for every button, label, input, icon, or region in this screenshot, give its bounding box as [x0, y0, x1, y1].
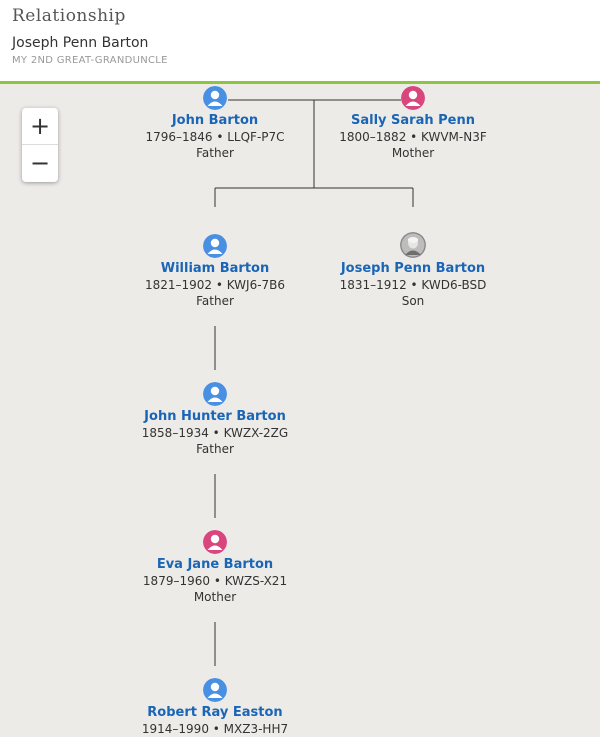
person-card[interactable]: Eva Jane Barton 1879–1960 • KWZS-X21 Mot… — [115, 530, 315, 605]
female-avatar-icon — [203, 530, 227, 554]
male-avatar-icon — [203, 382, 227, 406]
male-avatar-icon — [203, 678, 227, 702]
female-avatar-icon — [401, 86, 425, 110]
person-dates: 1796–1846 • LLQF-P7C — [145, 130, 285, 144]
person-relation: Father — [196, 146, 234, 160]
person-name-link[interactable]: John Hunter Barton — [144, 409, 286, 424]
person-name-link[interactable]: Sally Sarah Penn — [350, 113, 475, 128]
person-name-link[interactable]: Joseph Penn Barton — [340, 261, 486, 276]
person-card[interactable]: Robert Ray Easton 1914–1990 • MXZ3-HH7 — [115, 678, 315, 737]
male-avatar-icon — [203, 86, 227, 110]
person-card[interactable]: John Barton 1796–1846 • LLQF-P7C Father — [115, 86, 315, 161]
person-name-link[interactable]: William Barton — [160, 261, 270, 276]
person-card[interactable]: Joseph Penn Barton 1831–1912 • KWD6-BSD … — [313, 232, 513, 309]
person-name-link[interactable]: Eva Jane Barton — [156, 557, 274, 572]
person-relation: Father — [196, 294, 234, 308]
person-dates: 1800–1882 • KWVM-N3F — [339, 130, 487, 144]
male-avatar-icon — [203, 234, 227, 258]
person-photo-icon — [400, 232, 426, 258]
person-relation: Son — [401, 294, 425, 308]
person-name-link[interactable]: John Barton — [171, 113, 259, 128]
person-card[interactable]: John Hunter Barton 1858–1934 • KWZX-2ZG … — [115, 382, 315, 457]
person-relation: Mother — [193, 590, 237, 604]
zoom-control: + − — [22, 108, 58, 182]
person-dates: 1914–1990 • MXZ3-HH7 — [141, 722, 289, 736]
person-relation: Mother — [391, 146, 435, 160]
person-dates: 1858–1934 • KWZX-2ZG — [141, 426, 289, 440]
person-name-link[interactable]: Robert Ray Easton — [147, 705, 283, 720]
person-dates: 1821–1902 • KWJ6-7B6 — [144, 278, 286, 292]
person-card[interactable]: Sally Sarah Penn 1800–1882 • KWVM-N3F Mo… — [313, 86, 513, 161]
person-dates: 1831–1912 • KWD6-BSD — [339, 278, 487, 292]
zoom-in-button[interactable]: + — [22, 108, 58, 145]
person-card[interactable]: William Barton 1821–1902 • KWJ6-7B6 Fath… — [115, 234, 315, 309]
person-relation: Father — [196, 442, 234, 456]
zoom-out-button[interactable]: − — [29, 149, 51, 177]
relationship-label: MY 2ND GREAT-GRANDUNCLE — [12, 55, 168, 66]
relationship-header: Relationship Joseph Penn Barton MY 2ND G… — [0, 0, 600, 84]
person-dates: 1879–1960 • KWZS-X21 — [142, 574, 288, 588]
subject-name: Joseph Penn Barton — [12, 35, 149, 51]
page-title: Relationship — [12, 6, 126, 26]
